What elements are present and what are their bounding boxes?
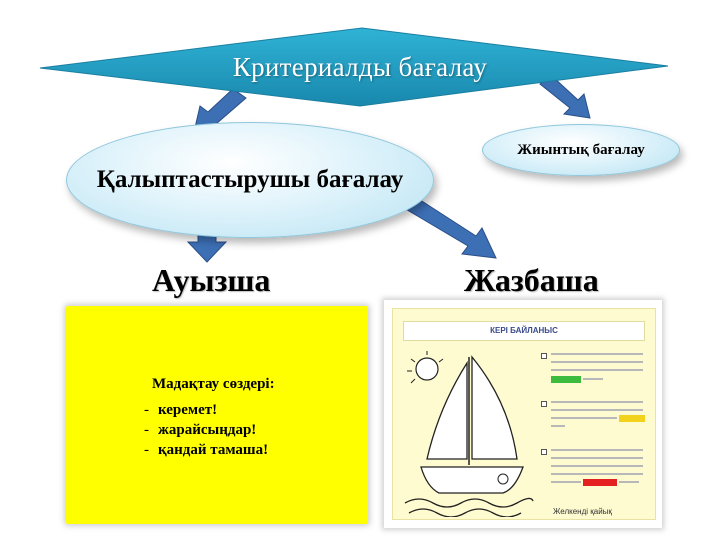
praise-item: -жарайсыңдар! <box>144 422 257 438</box>
formative-assessment-label: Қалыптастырушы бағалау <box>96 166 404 193</box>
summative-assessment-label: Жиынтық бағалау <box>517 141 645 158</box>
arrow-to-summative <box>539 75 591 119</box>
praise-item: -керемет! <box>144 402 218 418</box>
oral-heading: Ауызша <box>152 262 271 298</box>
checkbox-icon <box>541 449 547 455</box>
worksheet-page: КЕРІ БАЙЛАНЫС <box>392 308 656 520</box>
sailboat-drawing <box>404 351 534 517</box>
summative-assessment-oval: Жиынтық бағалау <box>482 124 680 176</box>
praise-list: -керемет! -жарайсыңдар! -қандай тамаша! <box>144 400 268 460</box>
worksheet-title: КЕРІ БАЙЛАНЫС <box>403 321 645 341</box>
criteria-diamond <box>39 27 669 107</box>
arrow-to-written <box>403 195 497 259</box>
praise-title: Мадақтау сөздері: <box>152 376 275 392</box>
checkbox-icon <box>541 353 547 359</box>
criteria-title: Критериалды бағалау <box>232 52 488 82</box>
feedback-worksheet-image: КЕРІ БАЙЛАНЫС <box>384 300 662 528</box>
formative-assessment-oval: Қалыптастырушы бағалау <box>66 122 434 238</box>
praise-words-box: Мадақтау сөздері: -керемет! -жарайсыңдар… <box>66 306 368 524</box>
highlight-yellow <box>619 415 645 422</box>
highlight-red <box>583 479 617 486</box>
highlight-green <box>551 376 581 383</box>
written-heading: Жазбаша <box>464 262 599 298</box>
worksheet-caption: Желкенді қайық <box>553 507 612 516</box>
praise-item: -қандай тамаша! <box>144 442 269 458</box>
checkbox-icon <box>541 401 547 407</box>
